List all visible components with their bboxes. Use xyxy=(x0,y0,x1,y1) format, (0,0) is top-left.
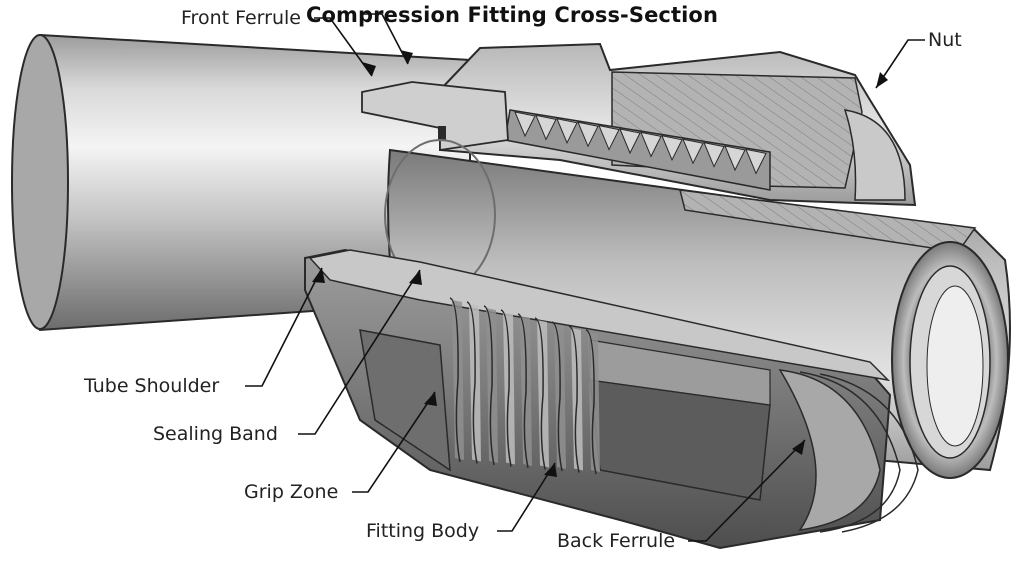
label-fitting-body: Fitting Body xyxy=(366,520,480,542)
leader-nut xyxy=(875,39,925,89)
thread-tooth xyxy=(640,131,662,158)
arrowhead-grip-zone xyxy=(424,392,437,406)
thread-tooth xyxy=(577,121,599,148)
thread-ridge xyxy=(449,297,461,463)
upper-thread xyxy=(504,109,771,191)
thread-tooth xyxy=(745,148,767,175)
leader-front-ferrule-2 xyxy=(360,13,409,65)
thread-tooth xyxy=(619,128,641,155)
thread-tooth xyxy=(682,138,704,165)
thread-tooth xyxy=(661,135,683,162)
leader-arrowheads xyxy=(312,50,888,477)
leader-back-ferrule xyxy=(688,439,806,542)
diagram-title: Compression Fitting Cross-Section xyxy=(306,3,718,27)
label-front-ferrule: Front Ferrule xyxy=(181,7,301,29)
label-nut: Nut xyxy=(928,29,962,51)
arrowhead-back-ferrule xyxy=(792,440,805,455)
arrowhead-front-ferrule-2 xyxy=(400,50,413,64)
thread-ridge xyxy=(517,313,529,469)
thread-tooth xyxy=(724,145,746,172)
front-ferrule-shape xyxy=(361,81,509,152)
lower-thread xyxy=(449,297,600,475)
thread-tooth xyxy=(703,141,725,168)
leader-lines xyxy=(245,13,925,542)
leader-tube-shoulder xyxy=(245,267,323,387)
thread-tooth xyxy=(598,124,620,151)
leader-fitting-body xyxy=(497,462,556,532)
thread-ridge xyxy=(568,325,580,473)
thread-tooth xyxy=(556,118,578,145)
thread-tooth xyxy=(514,111,536,138)
label-back-ferrule: Back Ferrule xyxy=(557,530,676,552)
label-grip-zone: Grip Zone xyxy=(244,481,339,503)
arrowhead-fitting-body xyxy=(544,463,557,477)
back-ferrule-shape xyxy=(778,369,919,533)
thread-ridge xyxy=(534,317,546,470)
thread-tooth xyxy=(535,114,557,141)
arrowhead-sealing-band xyxy=(409,270,422,285)
thread-ridge xyxy=(551,321,563,472)
label-tube-shoulder: Tube Shoulder xyxy=(84,375,220,397)
thread-ridge xyxy=(483,305,495,466)
leader-front-ferrule xyxy=(314,17,373,77)
arrowhead-front-ferrule xyxy=(362,62,376,76)
leader-grip-zone xyxy=(352,391,436,493)
leader-sealing-band xyxy=(298,269,421,435)
thread-ridge xyxy=(585,329,597,475)
arrowhead-tube-shoulder xyxy=(312,268,325,283)
label-sealing-band: Sealing Band xyxy=(153,423,278,445)
thread-ridge xyxy=(500,309,512,467)
thread-ridge xyxy=(466,301,478,464)
arrowhead-nut xyxy=(876,72,888,88)
